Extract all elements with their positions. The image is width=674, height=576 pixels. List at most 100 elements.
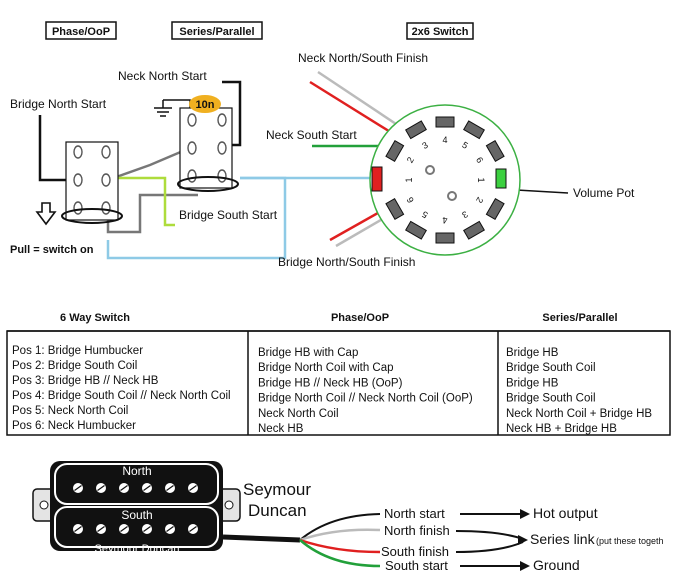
switch-lug xyxy=(405,220,427,240)
table-cell-phase: Bridge HB // Neck HB (OoP) xyxy=(258,377,403,389)
series-link-wire xyxy=(106,193,198,234)
switch-position-number: 1 xyxy=(476,177,486,182)
pickup-brand-label: Seymour Duncan xyxy=(95,543,180,555)
table-cell-phase: Neck HB xyxy=(258,423,304,435)
series-header: Series/Parallel xyxy=(179,26,254,38)
arrow-series-bottom xyxy=(455,541,524,553)
ground-icon xyxy=(154,107,172,117)
table-cell-6way: Pos 1: Bridge Humbucker xyxy=(12,345,143,357)
table-cell-series: Neck North Coil + Bridge HB xyxy=(506,408,652,420)
bridge-north-start-wire xyxy=(38,115,72,182)
switch-position-number: 5 xyxy=(460,140,469,151)
phase-header-box xyxy=(45,21,117,40)
table-header-phase: Phase/OoP xyxy=(331,312,389,324)
switch-lug xyxy=(463,120,485,140)
table-cell-series: Neck HB + Bridge HB xyxy=(506,423,617,435)
table-cell-6way: Pos 3: Bridge HB // Neck HB xyxy=(12,375,159,387)
table-header-6way: 6 Way Switch xyxy=(60,312,130,324)
wire-label-north-finish: North finish xyxy=(384,523,450,538)
switch-position-number: 2 xyxy=(405,155,416,164)
wire-north-start xyxy=(299,513,381,541)
brand-name-line1: Seymour xyxy=(243,480,311,499)
table-cell-6way: Pos 2: Bridge South Coil xyxy=(12,360,137,372)
table-cell-phase: Bridge North Coil // Neck North Coil (Oo… xyxy=(258,393,473,405)
switch-header: 2x6 Switch xyxy=(412,26,469,38)
table-cell-series: Bridge South Coil xyxy=(506,393,596,405)
north-coil-label: North xyxy=(122,464,151,478)
wire-label-south-start: South start xyxy=(385,558,448,573)
output-series-label: Series link xyxy=(530,531,596,547)
switch-position-number: 3 xyxy=(420,140,429,151)
switch-lug xyxy=(435,116,455,128)
phase-to-series-wire xyxy=(107,146,191,182)
pull-down-arrow-icon xyxy=(35,202,57,226)
table-header-series: Series/Parallel xyxy=(542,312,617,324)
wire-south-start xyxy=(299,539,381,568)
switch-lug xyxy=(485,140,505,162)
arrow-ground-head xyxy=(520,561,530,571)
switch-position-number: 5 xyxy=(420,209,429,220)
switch-lug xyxy=(463,220,485,240)
wire-north-finish xyxy=(299,528,381,542)
capacitor-label: 10n xyxy=(196,99,215,111)
switch-lug xyxy=(385,198,405,220)
switch-lug xyxy=(435,232,455,244)
switch-common-lug-green xyxy=(495,168,507,189)
switch-lug xyxy=(385,140,405,162)
switch-position-number: 2 xyxy=(474,195,485,204)
neck-north-start-label: Neck North Start xyxy=(118,69,207,83)
phase-switch[interactable] xyxy=(61,141,123,224)
south-coil-poles xyxy=(72,523,199,535)
table-cell-phase: Neck North Coil xyxy=(258,408,339,420)
table-cell-series: Bridge HB xyxy=(506,347,559,359)
south-coil-label: South xyxy=(121,508,152,522)
neck-south-start-label: Neck South Start xyxy=(266,128,357,142)
humbucker-pickup: North South Seymour Duncan xyxy=(32,461,241,555)
table-cell-6way: Pos 5: Neck North Coil xyxy=(12,405,128,417)
series-header-box xyxy=(171,21,263,40)
output-hot-label: Hot output xyxy=(533,505,598,521)
bridge-north-start-label: Bridge North Start xyxy=(10,97,107,111)
bridge-south-start-wire xyxy=(108,176,175,227)
arrow-series-top xyxy=(455,530,524,540)
neck-finish-red-wire xyxy=(309,80,401,140)
switch-pivot-2 xyxy=(447,191,457,201)
bridge-south-start-label: Bridge South Start xyxy=(179,208,278,222)
neck-finish-white-wire xyxy=(317,70,406,132)
series-note-label: (put these togeth xyxy=(596,536,664,546)
series-switch[interactable] xyxy=(177,107,239,192)
brand-name-line2: Duncan xyxy=(248,501,307,520)
switch-position-number: 3 xyxy=(460,209,469,220)
switch-position-number: 6 xyxy=(405,195,416,204)
neck-north-south-finish-label: Neck North/South Finish xyxy=(298,51,428,65)
pickup-cable xyxy=(222,534,301,543)
wire-label-south-finish: South finish xyxy=(381,544,449,559)
table-cell-6way: Pos 4: Bridge South Coil // Neck North C… xyxy=(12,390,231,402)
table-cell-phase: Bridge North Coil with Cap xyxy=(258,362,394,374)
capacitor-icon xyxy=(189,95,221,113)
arrow-hot-head xyxy=(520,509,530,519)
table-cell-phase: Bridge HB with Cap xyxy=(258,347,358,359)
switch-position-number: 6 xyxy=(474,155,485,164)
output-ground-label: Ground xyxy=(533,557,580,573)
north-coil-poles xyxy=(72,482,199,494)
switch-position-number: 4 xyxy=(442,215,447,225)
switch-header-box xyxy=(406,22,474,40)
table-cell-series: Bridge South Coil xyxy=(506,362,596,374)
switch-pivot xyxy=(425,165,435,175)
arrow-series-head xyxy=(518,535,528,545)
table-cell-6way: Pos 6: Neck Humbucker xyxy=(12,420,136,432)
volume-pot-label: Volume Pot xyxy=(573,186,635,200)
phase-header: Phase/OoP xyxy=(52,26,110,38)
wire-label-north-start: North start xyxy=(384,506,445,521)
pull-switch-label: Pull = switch on xyxy=(10,244,94,256)
switch-common-lug-red xyxy=(371,166,383,192)
switch-position-number: 1 xyxy=(404,177,414,182)
switch-position-table: 6 Way Switch Phase/OoP Series/Parallel P… xyxy=(6,312,671,436)
wire-south-finish xyxy=(299,538,381,554)
